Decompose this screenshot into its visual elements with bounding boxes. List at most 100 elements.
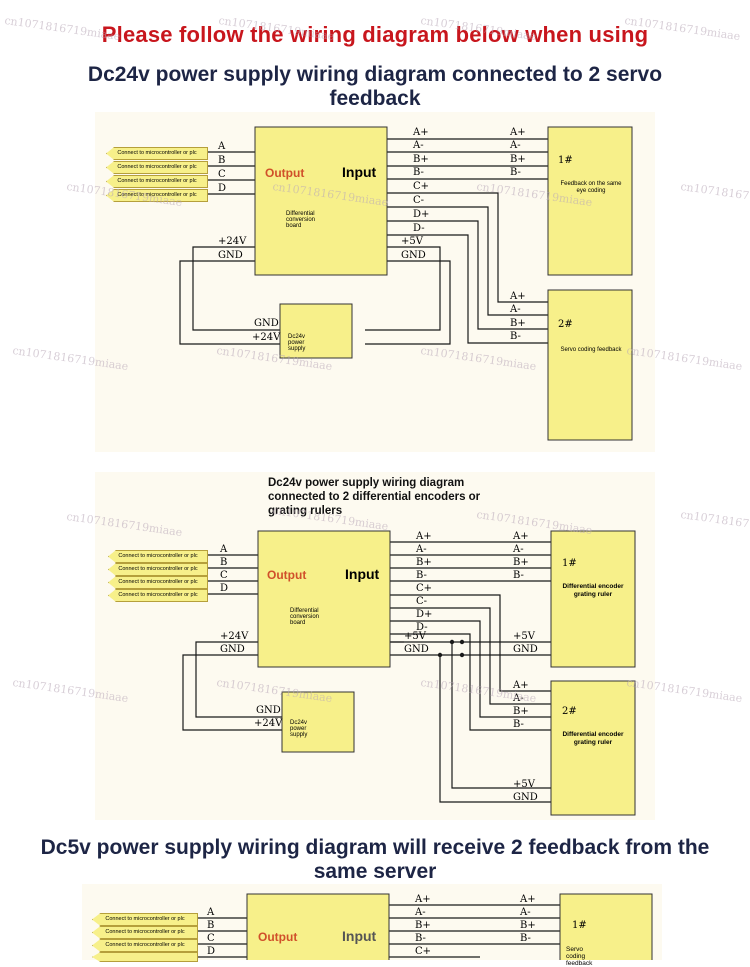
board-pin: A- [416, 544, 427, 555]
device-pin: A- [513, 544, 524, 555]
mcu-tag [92, 952, 198, 962]
device-pin: GND [513, 644, 538, 655]
device-pin: A- [510, 140, 521, 151]
board-input-label: Input [345, 566, 380, 582]
mcu-tag: Connect to microcontroller or plc [92, 926, 198, 939]
device-pin: GND [513, 792, 538, 803]
power-in-24v: +24V [218, 236, 247, 247]
board-pin: C+ [415, 946, 432, 957]
mcu-tag-label: Connect to microcontroller or plc [118, 579, 198, 585]
board-name: Differential conversion board [290, 608, 320, 626]
output-pin-d: D [207, 946, 216, 957]
mcu-tag: Connect to microcontroller or plc [106, 175, 208, 188]
mcu-tag-label: Connect to microcontroller or plc [118, 592, 198, 598]
device1-number: 1# [558, 155, 573, 166]
device-pin: B+ [520, 920, 536, 931]
device-pin: A+ [513, 531, 529, 542]
supply-name: Dc24v power supply [290, 720, 308, 738]
mcu-tag-label: Connect to microcontroller or plc [117, 150, 197, 156]
device-pin: B- [510, 331, 521, 342]
board-output-label: Output [267, 568, 307, 582]
device-pin: B+ [510, 318, 526, 329]
mcu-tag-label: Connect to microcontroller or plc [118, 566, 198, 572]
mcu-tag: Connect to microcontroller or plc [106, 161, 208, 174]
device-pin: A- [520, 907, 531, 918]
power-in-gnd: GND [220, 644, 245, 655]
section3-title: Dc5v power supply wiring diagram will re… [40, 836, 710, 883]
board-output-label: Output [258, 930, 298, 944]
device-pin: A+ [520, 894, 536, 905]
section2-title: Dc24v power supply wiring diagram connec… [268, 477, 481, 517]
mcu-tag-label: Connect to microcontroller or plc [118, 553, 198, 559]
device2-name: Servo coding feedback [560, 347, 622, 353]
device1-name: Differential encoder grating ruler [562, 583, 624, 598]
board-pin: D- [416, 622, 428, 633]
wires-section2 [182, 541, 551, 803]
supply-pin-24v: +24V [254, 718, 283, 729]
section3-boxes [246, 893, 653, 960]
board-pin: B- [413, 167, 424, 178]
mcu-tag-label: Connect to microcontroller or plc [117, 164, 197, 170]
device-pin: B- [510, 167, 521, 178]
section2-boxes [257, 530, 636, 816]
output-pin-b: B [220, 557, 228, 568]
mcu-tag: Connect to microcontroller or plc [92, 939, 198, 952]
device1-name: Feedback on the same eye coding [560, 181, 622, 194]
section1-boxes [254, 126, 633, 441]
output-pin-a: A [220, 544, 228, 555]
board-pin: B- [415, 933, 426, 944]
device-pin: B- [520, 933, 531, 944]
device-pin: B- [513, 570, 524, 581]
device-pin: +5V [513, 631, 535, 642]
device2-name: Differential encoder grating ruler [562, 731, 624, 746]
mcu-tag: Connect to microcontroller or plc [108, 550, 208, 563]
device-pin: A+ [513, 680, 529, 691]
output-pin-d: D [218, 183, 227, 194]
power-in-24v: +24V [220, 631, 249, 642]
output-pin-c: C [207, 933, 215, 944]
device-pin: A+ [510, 291, 526, 302]
output-pin-a: A [207, 907, 215, 918]
mcu-tag-label: Connect to microcontroller or plc [105, 942, 185, 948]
device-pin: A- [513, 693, 524, 704]
board-input-label: Input [342, 928, 377, 944]
mcu-tag: Connect to microcontroller or plc [92, 913, 198, 926]
device-pin: B+ [513, 706, 529, 717]
device-pin: +5V [513, 779, 535, 790]
mcu-tag: Connect to microcontroller or plc [108, 563, 208, 576]
device-pin: A+ [510, 127, 526, 138]
board-pin: D+ [413, 209, 430, 220]
mcu-tag: Connect to microcontroller or plc [108, 576, 208, 589]
board-pin: GND [404, 644, 429, 655]
supply-pin-gnd: GND [254, 318, 279, 329]
board-pin: A- [415, 907, 426, 918]
board-pin: B- [416, 570, 427, 581]
board-pin: GND [401, 250, 426, 261]
board-pin: B+ [415, 920, 431, 931]
board-pin: D+ [416, 609, 433, 620]
output-pin-a: A [218, 141, 226, 152]
supply-name: Dc24v power supply [288, 334, 306, 352]
power-in-gnd: GND [218, 250, 243, 261]
banner-notice: Please follow the wiring diagram below w… [101, 22, 649, 47]
device-pin: B- [513, 719, 524, 730]
board-pin: C+ [416, 583, 433, 594]
mcu-tag: Connect to microcontroller or plc [106, 147, 208, 160]
output-pin-b: B [218, 155, 226, 166]
section1-title: Dc24v power supply wiring diagram connec… [87, 63, 663, 110]
device1-number: 1# [572, 920, 587, 931]
board-pin: B+ [413, 154, 429, 165]
board-input-label: Input [342, 164, 377, 180]
board-output-label: Output [265, 166, 305, 180]
board-pin: B+ [416, 557, 432, 568]
board-pin: +5V [401, 236, 423, 247]
output-pin-c: C [220, 570, 228, 581]
board-pin: C+ [413, 181, 430, 192]
mcu-tag: Connect to microcontroller or plc [106, 189, 208, 202]
board-pin: A+ [416, 531, 432, 542]
mcu-tag-label: Connect to microcontroller or plc [117, 192, 197, 198]
board-pin: C- [416, 596, 428, 607]
junction-dots [437, 639, 465, 658]
device-pin: A- [510, 304, 521, 315]
